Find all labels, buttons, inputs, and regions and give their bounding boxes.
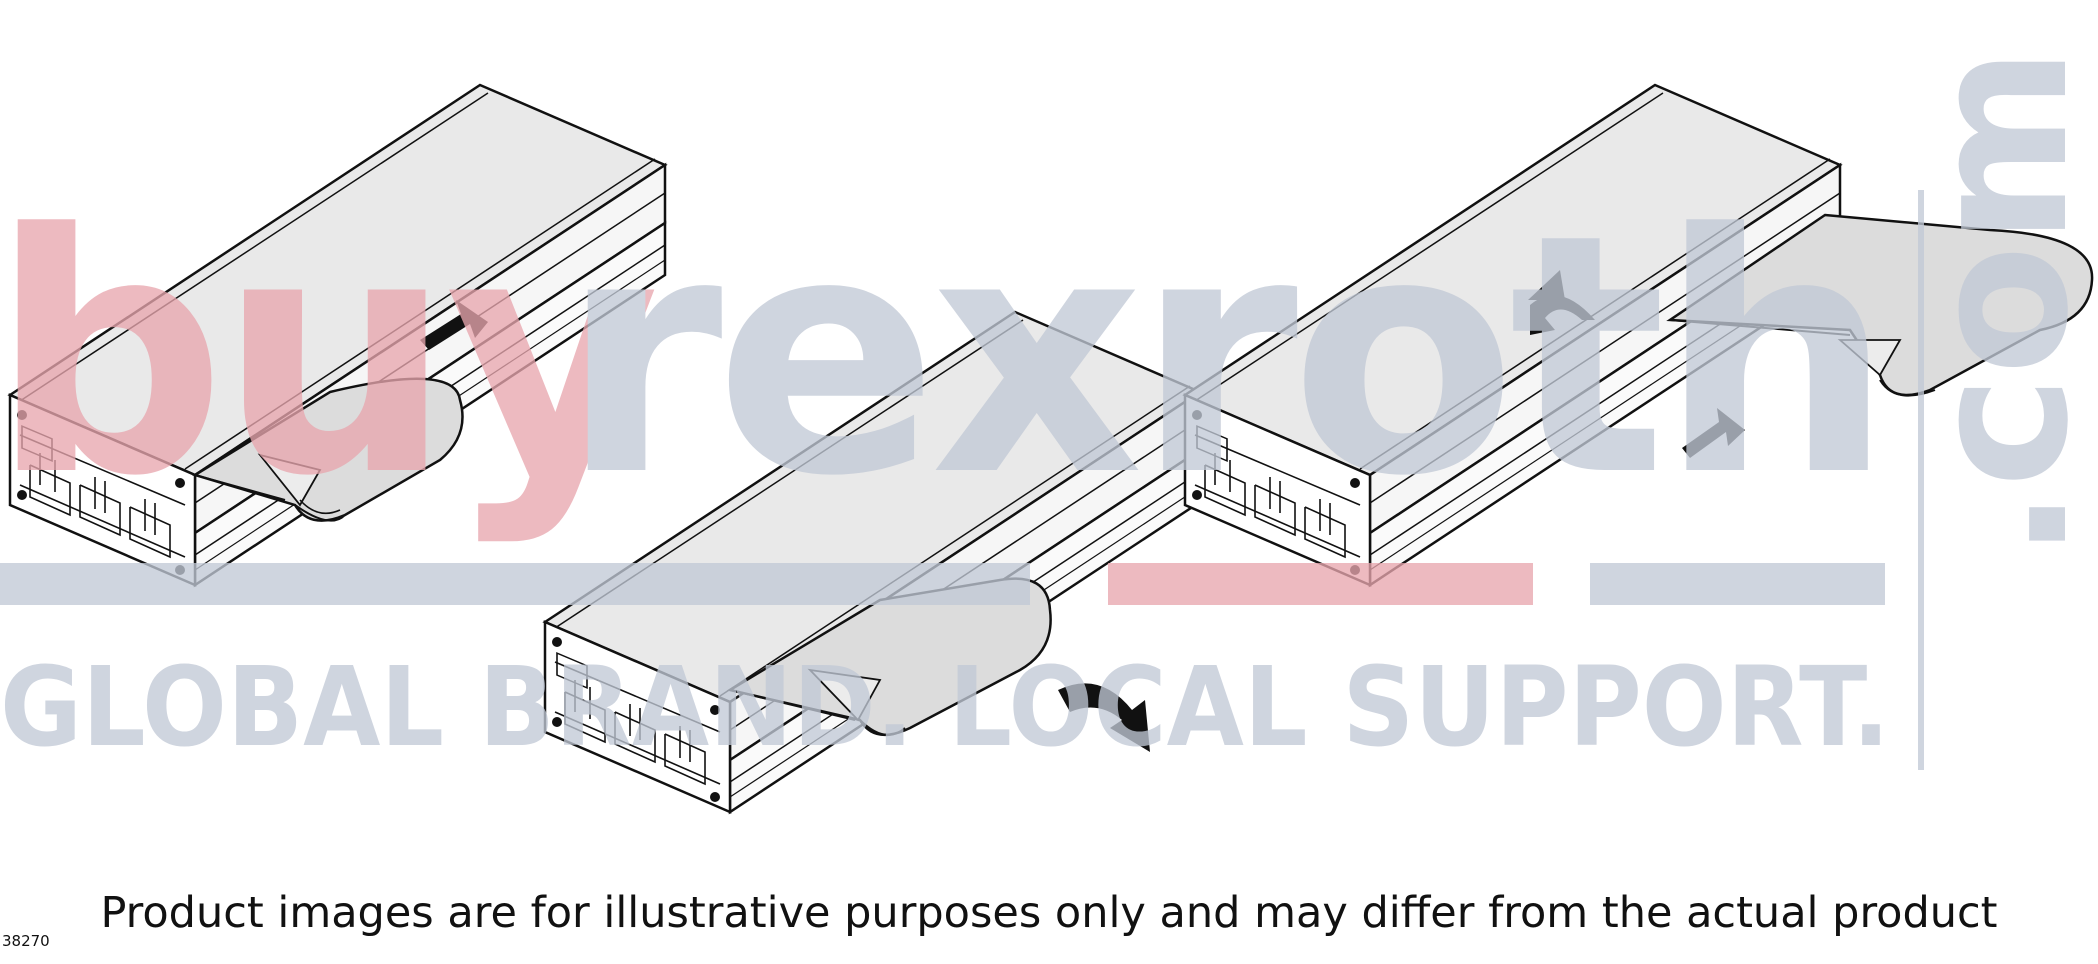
illustration-step-1 bbox=[8, 83, 667, 587]
product-image-disclaimer: Product images are for illustrative purp… bbox=[100, 888, 1998, 938]
illustration-step-3 bbox=[1183, 83, 2094, 587]
watermark-slogan: GLOBAL BRAND. LOCAL SUPPORT. bbox=[0, 643, 1890, 771]
watermark-brand-first: buy bbox=[0, 164, 657, 548]
watermark: buy rexroth .com GLOBAL BRAND. LOCAL SUP… bbox=[0, 47, 2098, 771]
watermark-bar-right bbox=[1590, 563, 1885, 605]
watermark-divider bbox=[1918, 190, 1924, 770]
watermark-tld: .com bbox=[1889, 47, 2098, 560]
rotate-arrow-icon bbox=[1058, 683, 1150, 752]
image-code: 38270 bbox=[2, 932, 50, 950]
watermark-brand-second: rexroth bbox=[560, 164, 1886, 548]
rotate-up-arrow-icon bbox=[1530, 295, 1595, 335]
push-arrow-icon bbox=[420, 300, 488, 350]
watermark-bar-left bbox=[0, 563, 1030, 605]
watermark-bar-red bbox=[1108, 563, 1533, 605]
push-arrow-icon bbox=[1682, 408, 1745, 458]
